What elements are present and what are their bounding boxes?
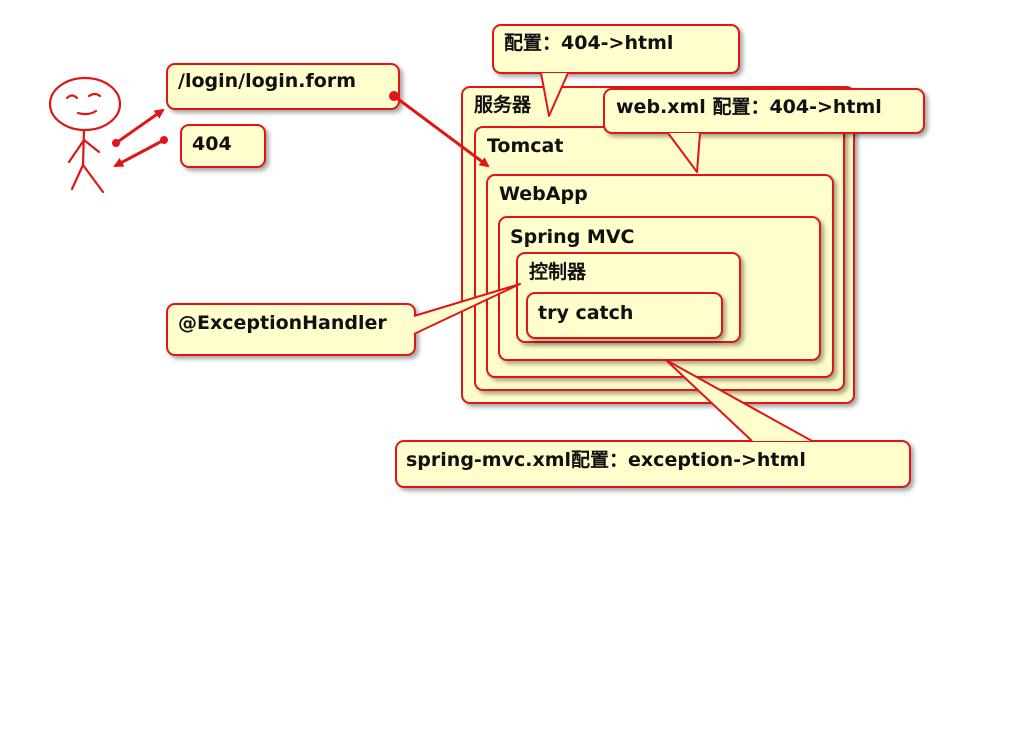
request-flow-arrow <box>389 91 490 168</box>
exception-handler-label: @ExceptionHandler <box>178 312 387 334</box>
springmvc-config-callout <box>395 440 911 488</box>
server-label: 服务器 <box>474 94 532 116</box>
springmvc-label: Spring MVC <box>510 226 635 248</box>
stick-figure-user-icon <box>48 76 122 194</box>
tomcat-label: Tomcat <box>487 135 564 157</box>
server-config-callout <box>492 24 740 74</box>
server-config-label: 配置：404->html <box>504 32 674 54</box>
server-config-pointer <box>540 72 569 117</box>
response-arrow <box>113 136 168 168</box>
webxml-config-callout <box>603 88 925 134</box>
springmvc-config-pointer <box>665 359 813 442</box>
webxml-config-label: web.xml 配置：404->html <box>616 96 882 118</box>
springmvc-config-label: spring-mvc.xml配置：exception->html <box>406 449 806 471</box>
request-label: /login/login.form <box>178 70 356 92</box>
webxml-config-pointer <box>667 132 701 173</box>
user-request-arrow <box>112 108 165 147</box>
response-label: 404 <box>192 133 232 155</box>
exception-handler-pointer <box>413 283 521 335</box>
trycatch-box <box>526 292 723 339</box>
response-callout <box>180 124 266 168</box>
request-callout <box>166 63 400 110</box>
trycatch-label: try catch <box>538 302 634 324</box>
exception-handler-callout <box>166 303 416 356</box>
webapp-label: WebApp <box>499 183 588 205</box>
controller-label: 控制器 <box>529 261 587 283</box>
